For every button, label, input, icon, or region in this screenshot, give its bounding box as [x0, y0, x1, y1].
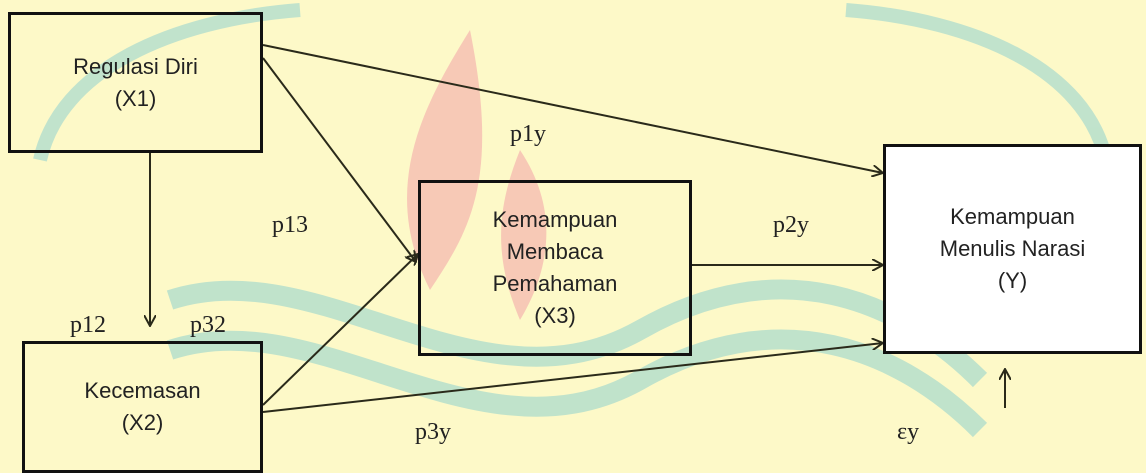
- node-kemampuan-menulis-y: Kemampuan Menulis Narasi (Y): [883, 144, 1142, 354]
- edge-label-p3y: p3y: [415, 419, 451, 445]
- watermark-wave-2: [166, 329, 988, 438]
- node-y-line-3: (Y): [997, 268, 1028, 293]
- node-x3-line-1: Kemampuan: [492, 207, 618, 232]
- edge-label-p32: p32: [190, 312, 226, 338]
- node-x3-line-3: Pemahaman: [492, 271, 618, 296]
- watermark-arch-right: [845, 3, 1113, 162]
- edge-label-p2y: p2y: [773, 212, 809, 238]
- node-y-line-1: Kemampuan: [950, 204, 1075, 229]
- edge-label-p13: p13: [272, 212, 308, 238]
- watermark-arch-left: [33, 3, 301, 162]
- edge-label-p12: p12: [70, 312, 106, 338]
- arrow-x2-to-x3: [262, 254, 418, 406]
- node-x2-line-1: Kecemasan: [84, 378, 201, 403]
- node-x3-line-4: (X3): [534, 303, 576, 328]
- node-x1-line-1: Regulasi Diri: [73, 53, 198, 79]
- node-x3-line-2: Membaca: [506, 239, 604, 264]
- arrow-x1-to-y: [262, 44, 883, 173]
- arrow-x1-to-x3: [262, 57, 416, 262]
- node-kecemasan-x2: Kecemasan (X2): [22, 341, 263, 473]
- watermark-flame-outer: [407, 30, 483, 290]
- edge-label-p1y: p1y: [510, 121, 546, 147]
- node-x1-line-2: (X1): [114, 85, 157, 111]
- arrow-x2-to-y: [262, 343, 883, 413]
- node-x2-line-2: (X2): [121, 410, 164, 435]
- node-kemampuan-membaca-x3: Kemampuan Membaca Pemahaman (X3): [418, 180, 692, 356]
- watermark-logo: [33, 3, 1113, 438]
- node-y-line-2: Menulis Narasi: [939, 236, 1086, 261]
- edge-label-error-y: εy: [897, 419, 920, 445]
- node-regulasi-diri-x1: Regulasi Diri (X1): [8, 12, 263, 153]
- watermark-flame-inner: [501, 150, 547, 320]
- path-arrows: [150, 44, 1005, 413]
